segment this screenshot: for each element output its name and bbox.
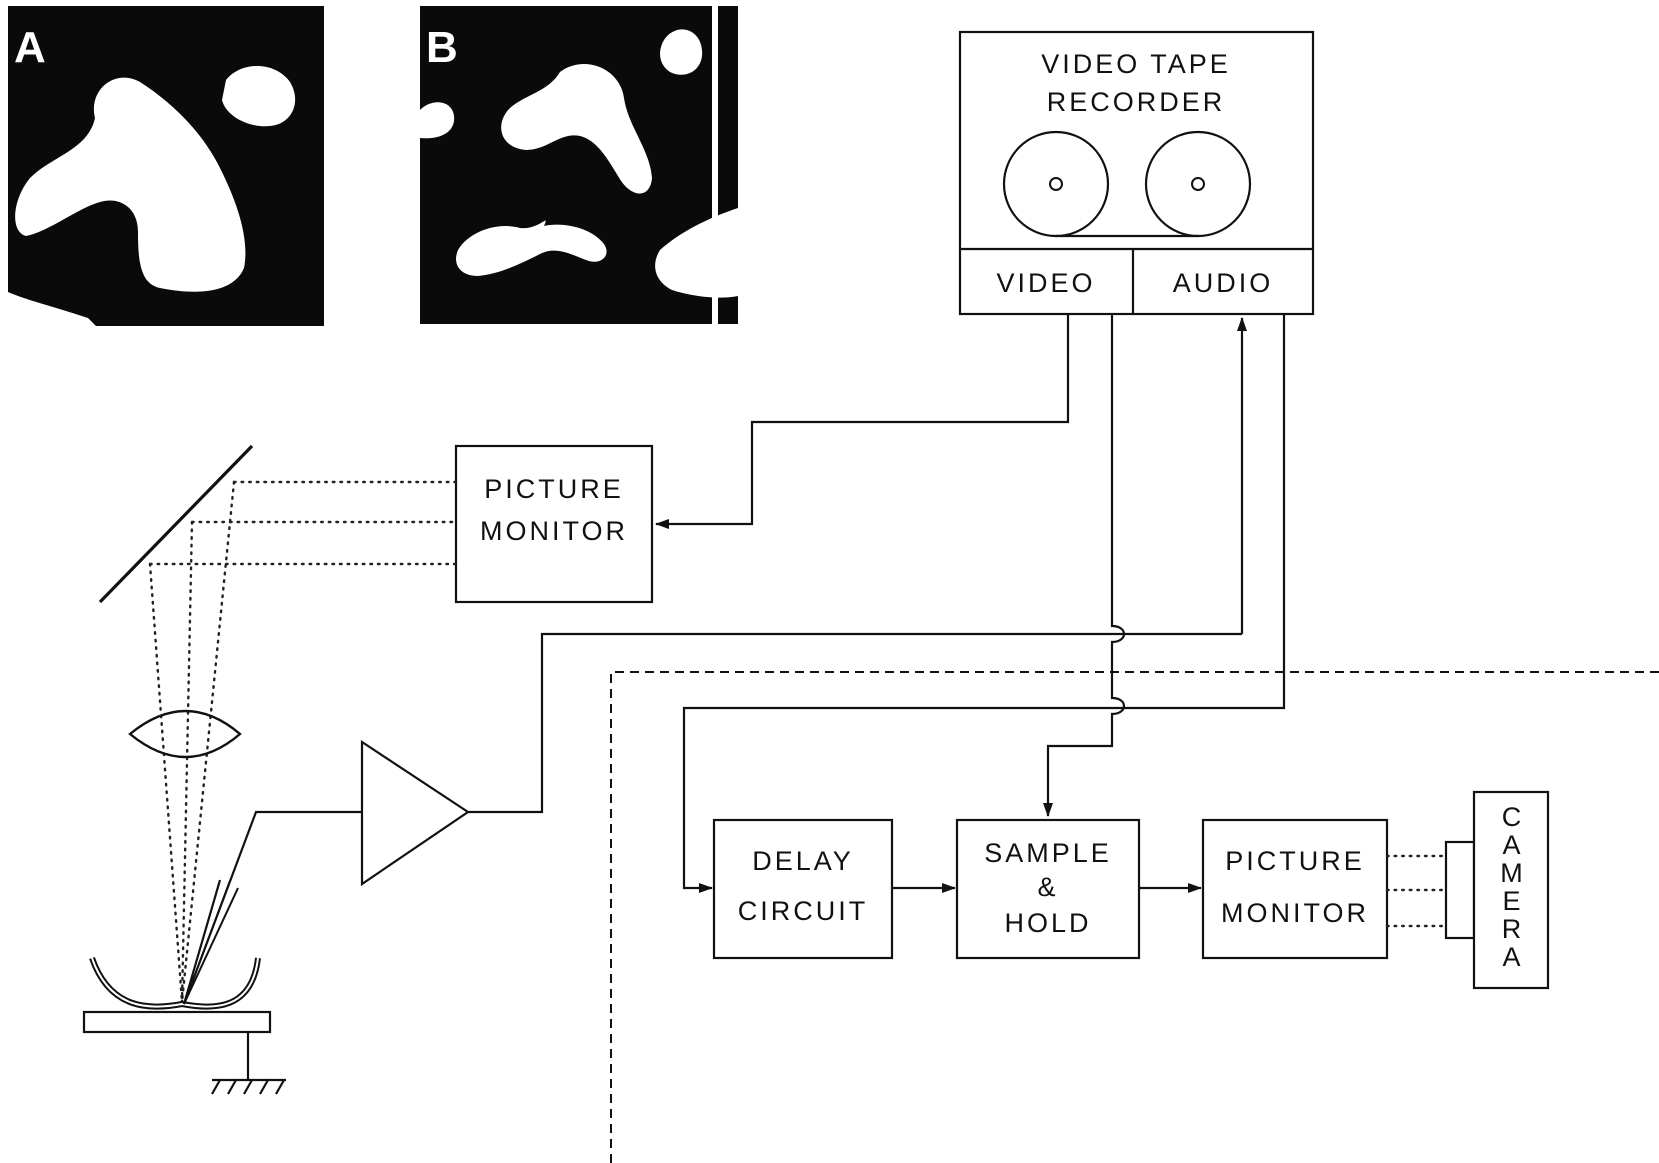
sample-hold-line3: HOLD [1004,908,1091,938]
ground-icon [212,1080,284,1094]
picture-monitor-top: PICTURE MONITOR [456,446,652,602]
vtr-title-line1: VIDEO TAPE [1041,49,1231,79]
camera-letter-6: A [1502,942,1523,972]
lens [130,711,240,757]
sample-hold-line2: & [1037,872,1058,902]
sample-and-hold: SAMPLE & HOLD [957,820,1139,958]
delay-circuit-line1: DELAY [752,846,854,876]
video-tape-recorder: VIDEO TAPE RECORDER VIDEO AUDIO [960,32,1313,314]
video-to-monitor-line [656,314,1068,524]
panel-a-label: A [14,23,46,72]
stage-plate [84,1012,270,1032]
camera: C A M E R A [1446,792,1548,988]
vtr-to-sample-hold-line [1048,314,1124,816]
audio-to-delay-line [684,314,1284,888]
camera-letter-4: E [1502,886,1523,916]
amp-out-line [468,634,1242,812]
sample-hold-line1: SAMPLE [984,838,1112,868]
picture-monitor-bottom: PICTURE MONITOR [1203,820,1387,958]
delay-circuit: DELAY CIRCUIT [714,820,892,958]
picture-monitor-bottom-line1: PICTURE [1225,846,1365,876]
amplifier-triangle-icon [362,742,468,884]
picture-monitor-top-line1: PICTURE [484,474,624,504]
specimen-stage [84,812,362,1094]
camera-letter-5: R [1502,914,1525,944]
mirror [100,446,252,602]
picture-monitor-bottom-line2: MONITOR [1221,898,1369,928]
vtr-audio-label: AUDIO [1173,268,1274,298]
delay-circuit-line2: CIRCUIT [738,896,869,926]
vtr-video-label: VIDEO [996,268,1095,298]
recording-dish [92,958,258,1007]
camera-letter-3: M [1500,858,1526,888]
camera-letter-2: A [1502,830,1523,860]
camera-lens [1446,842,1474,938]
camera-letter-1: C [1502,802,1525,832]
picture-monitor-top-line2: MONITOR [480,516,628,546]
vtr-title-line2: RECORDER [1047,87,1226,117]
micrograph-panel-a: A [8,6,324,326]
micrograph-panel-b: B [420,6,738,324]
optical-path [100,446,456,1002]
panel-b-label: B [426,23,458,72]
